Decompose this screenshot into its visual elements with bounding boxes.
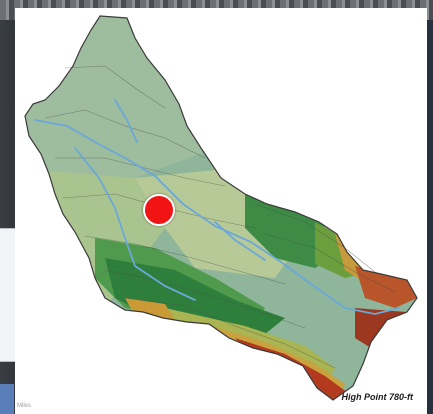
corner-tab[interactable] [0,384,14,414]
map-credit: Miles [17,403,32,409]
high-point-label: High Point 780-ft [341,392,414,402]
watershed-map[interactable] [15,8,427,414]
location-marker[interactable] [143,194,175,226]
map-card[interactable]: High Point 780-ft Miles [15,8,427,414]
